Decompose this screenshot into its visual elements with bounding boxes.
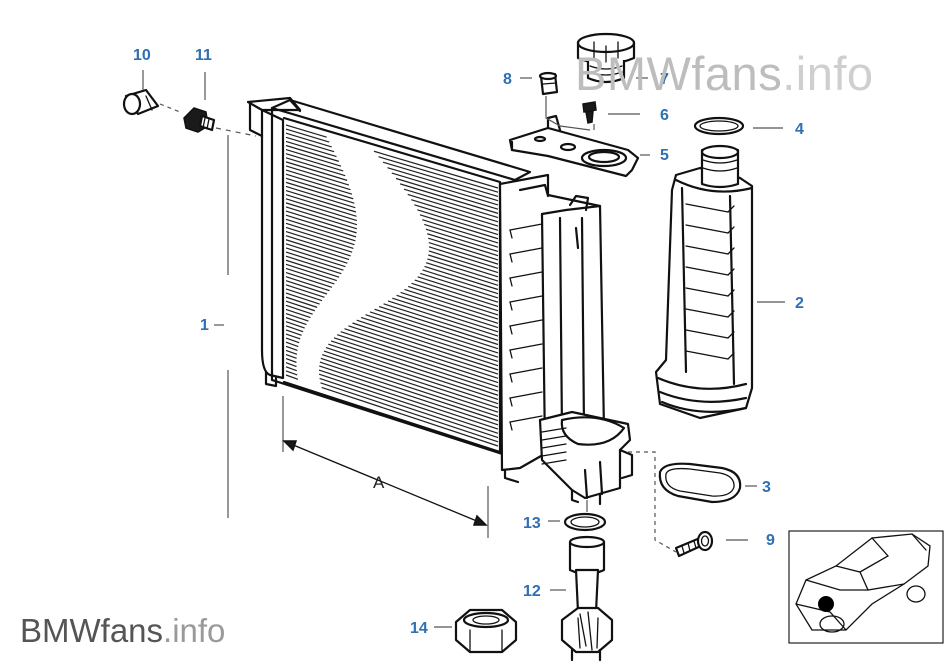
callout-7: 7 [660, 71, 669, 88]
nut-part [454, 608, 518, 654]
watermark-bottom-suffix: .info [163, 612, 226, 649]
expansion-tank-part [654, 144, 754, 420]
callout-5: 5 [660, 147, 669, 164]
callout-labels: 10 11 1 8 7 6 5 4 2 3 9 13 12 14 A [133, 47, 804, 637]
callout-8: 8 [503, 71, 512, 88]
callout-4: 4 [795, 121, 804, 138]
callout-6: 6 [660, 107, 669, 124]
watermark-bottom: BMWfans.info [20, 612, 225, 650]
watermark-bottom-brand: BMWfans [20, 612, 164, 649]
bracket-part [508, 114, 640, 178]
watermark-top: BMWfans.info [575, 46, 874, 101]
callout-9: 9 [766, 532, 775, 549]
temperature-plug-part [122, 88, 160, 116]
screw-part [582, 101, 597, 124]
bolt-part [674, 530, 714, 558]
o-ring-part [693, 116, 745, 136]
callout-1: 1 [200, 317, 209, 334]
watermark-top-suffix: .info [782, 47, 874, 100]
cap-part [576, 32, 636, 84]
sensor-part [560, 535, 614, 662]
watermark-top-brand: BMWfans [575, 47, 783, 100]
callout-2: 2 [795, 295, 804, 312]
gasket-part [658, 462, 742, 504]
callout-3: 3 [762, 479, 771, 496]
dimension-label: A [373, 473, 385, 492]
dimension-a [282, 396, 489, 538]
callout-12: 12 [523, 583, 541, 600]
washer-part [563, 512, 607, 532]
callout-13: 13 [523, 515, 541, 532]
leader-lines [142, 70, 785, 628]
radiator-part [246, 96, 634, 506]
thermo-switch-part [183, 107, 216, 133]
callout-10: 10 [133, 47, 151, 64]
car-locator-icon [788, 530, 944, 644]
callout-14: 14 [410, 620, 428, 637]
callout-11: 11 [195, 47, 212, 64]
plug-part [538, 71, 559, 96]
